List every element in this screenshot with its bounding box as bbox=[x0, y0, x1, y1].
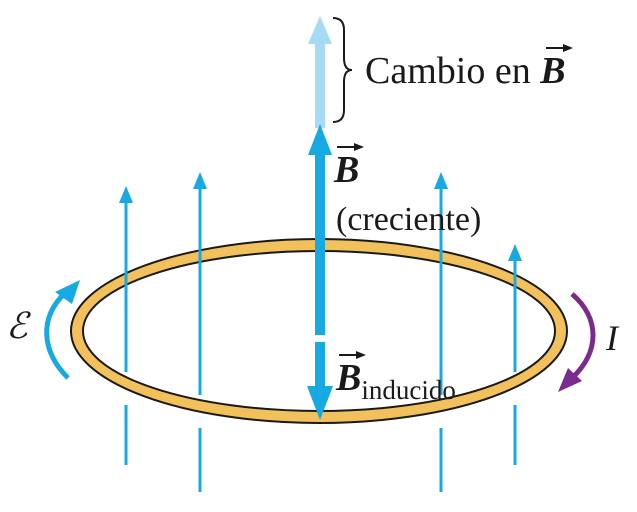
field-lines-back bbox=[124, 405, 517, 492]
emf-arrow bbox=[44, 280, 80, 380]
change-brace bbox=[332, 17, 353, 123]
induced-field-arrow bbox=[307, 342, 333, 420]
current-arrowhead bbox=[558, 368, 582, 392]
b-field-arrowhead bbox=[308, 124, 332, 155]
change-label: Cambio en B bbox=[365, 50, 566, 92]
field-b-label: B bbox=[333, 149, 359, 191]
field-lines-front bbox=[119, 172, 522, 395]
field-line-3-arrowhead bbox=[434, 172, 448, 189]
field-line-1-arrowhead bbox=[119, 186, 133, 203]
field-line-2-arrowhead bbox=[193, 172, 207, 189]
increasing-label: (creciente) bbox=[336, 201, 481, 238]
current-label: I bbox=[605, 318, 620, 358]
change-in-b-arrowhead bbox=[308, 16, 332, 44]
emf-arrowhead bbox=[55, 280, 80, 304]
field-line-4-arrowhead bbox=[508, 244, 522, 261]
emf-label: ℰ bbox=[6, 306, 31, 346]
current-arrow bbox=[558, 292, 596, 392]
central-field-arrow bbox=[308, 16, 332, 335]
b-induced-arrowhead bbox=[307, 386, 333, 420]
induced-b-label: Binducido bbox=[335, 357, 456, 405]
